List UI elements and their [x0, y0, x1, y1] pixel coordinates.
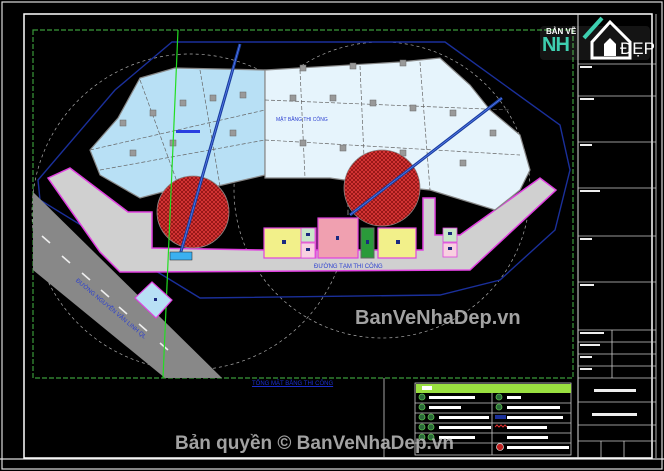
logo-brand-left: NH [542, 34, 570, 56]
site-boundary [37, 41, 571, 299]
watermark-center: BanVeNhaDep.vn [355, 307, 521, 329]
legend-table [414, 382, 572, 456]
drawing-title: TỔNG MẶT BẰNG THI CÔNG [252, 381, 334, 387]
watermark-copyright: Bản quyền © BanVeNhaDep.vn [175, 433, 455, 454]
crane-zone-2 [343, 149, 421, 227]
temp-road-label: ĐƯỜNG TẠM THI CÔNG [314, 264, 383, 270]
green-axis [162, 29, 179, 379]
plan-area-label: MẶT BẰNG THI CÔNG [276, 117, 328, 123]
main-road [33, 192, 222, 378]
logo-brand-right: ĐẸP [620, 39, 655, 58]
logo-top-text: BẢN VẼ [546, 27, 577, 36]
brand-logo[interactable]: BẢN VẼ NH ĐẸP [540, 12, 658, 62]
temp-road [46, 167, 558, 273]
drawing-border [32, 29, 574, 379]
house-icon [540, 16, 650, 60]
block-light-blue [134, 281, 173, 319]
